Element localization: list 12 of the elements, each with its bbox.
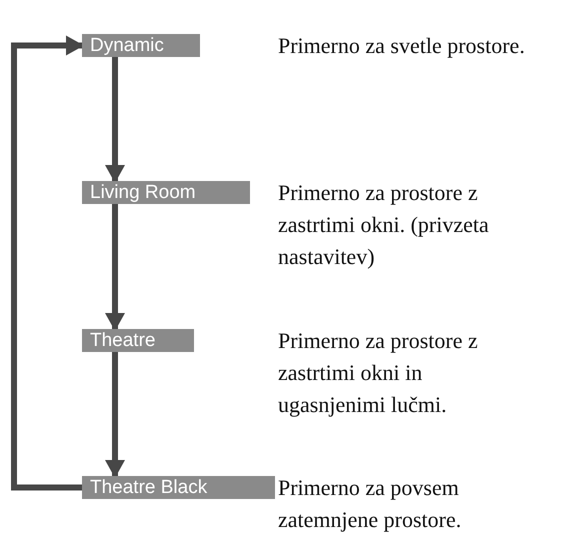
mode-description: Primerno za povsem zatemnjene prostore. xyxy=(278,474,462,534)
mode-label: Living Room xyxy=(82,181,250,204)
mode-description: Primerno za prostore z zastrtimi okni in ugasnjenimi lučmi. xyxy=(278,327,479,419)
mode-label: Dynamic xyxy=(82,34,200,57)
mode-label: Theatre Black xyxy=(82,476,275,499)
arrow xyxy=(105,352,125,478)
mode-label: Theatre xyxy=(82,329,194,352)
mode-description: Primerno za prostore z zastrtimi okni. (privzeta nastavitev) xyxy=(278,179,490,271)
arrow xyxy=(11,36,84,490)
mode-description: Primerno za svetle prostore. xyxy=(278,32,526,60)
arrow xyxy=(105,204,125,331)
arrow xyxy=(105,57,125,183)
